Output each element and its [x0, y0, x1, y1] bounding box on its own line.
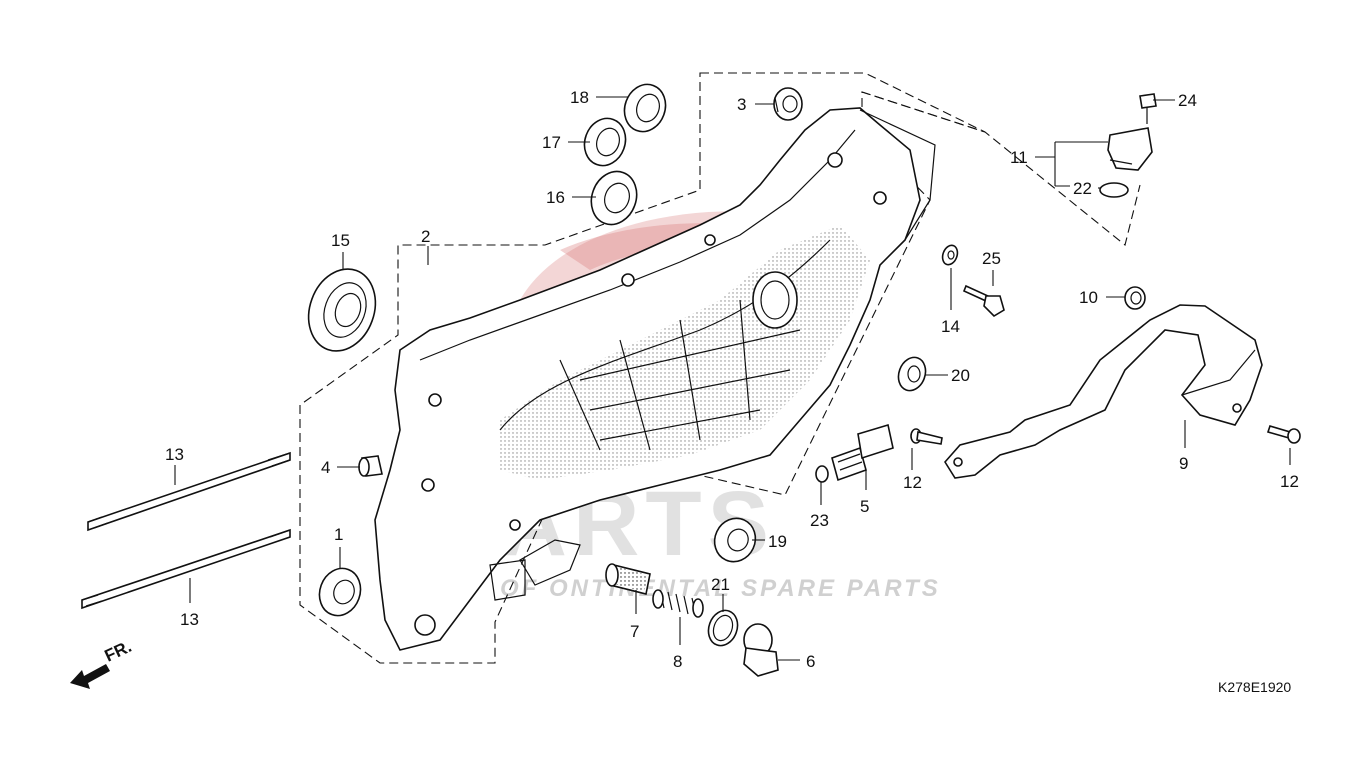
callout-4: 4 [321, 458, 330, 477]
bearing-16 [590, 170, 638, 226]
sensor-11 [1107, 127, 1153, 171]
callout-19: 19 [768, 532, 787, 551]
bolt-12-right [1266, 425, 1301, 444]
sensor-group-outline [861, 91, 1141, 246]
callout-20: 20 [951, 366, 970, 385]
callout-12-left: 12 [903, 473, 922, 492]
callout-13-lower: 13 [180, 610, 199, 629]
bearing-17 [583, 117, 627, 167]
callout-13-upper: 13 [165, 445, 184, 464]
bearing-3 [773, 87, 803, 121]
callouts: 18 17 16 3 15 2 13 13 4 1 7 8 21 6 19 5 … [165, 88, 1299, 671]
o-ring-21 [707, 609, 739, 647]
bolt-12-left [910, 428, 943, 445]
watermark-tagline: OF ONTINENTAL SPARE PARTS [500, 575, 941, 602]
bearing-18 [623, 83, 667, 133]
callout-8: 8 [673, 652, 682, 671]
stud-bolt-lower [81, 528, 291, 610]
strainer-7 [605, 563, 651, 595]
callout-11: 11 [1010, 148, 1028, 167]
callout-6: 6 [806, 652, 815, 671]
plug-6 [743, 623, 779, 677]
diagram-code: K278E1920 [1218, 679, 1291, 695]
front-direction-arrow: FR. [70, 637, 135, 689]
callout-12-right: 12 [1280, 472, 1299, 491]
crankcase-cover [374, 107, 936, 651]
callout-7: 7 [630, 622, 639, 641]
bearing-1 [318, 567, 362, 617]
callout-21: 21 [711, 575, 730, 594]
washer-14 [941, 244, 959, 266]
callout-24: 24 [1178, 91, 1197, 110]
callout-3: 3 [737, 95, 746, 114]
oil-seal-19 [713, 517, 757, 563]
callout-5: 5 [860, 497, 869, 516]
callout-1: 1 [334, 525, 343, 544]
callout-16: 16 [546, 188, 565, 207]
callout-25: 25 [982, 249, 1001, 268]
front-marker-label: FR. [102, 637, 135, 666]
dowel-pin-4 [358, 455, 383, 477]
plug-10 [1124, 286, 1146, 310]
callout-10: 10 [1079, 288, 1098, 307]
bracket-9 [944, 304, 1263, 479]
bearing-15 [307, 268, 377, 352]
callout-22: 22 [1073, 179, 1092, 198]
callout-9: 9 [1179, 454, 1188, 473]
clip-23 [815, 465, 829, 483]
callout-2: 2 [421, 227, 430, 246]
o-ring-22 [1099, 182, 1129, 198]
callout-18: 18 [570, 88, 589, 107]
callout-15: 15 [331, 231, 350, 250]
callout-17: 17 [542, 133, 561, 152]
oil-seal-20 [897, 356, 927, 392]
leader-lines [174, 96, 1291, 661]
part-5 [831, 423, 894, 482]
callout-14: 14 [941, 317, 960, 336]
bolt-25 [962, 284, 1005, 318]
stud-bolt-upper [87, 451, 291, 532]
spring-8 [652, 589, 704, 618]
callout-23: 23 [810, 511, 829, 530]
bolt-24 [1139, 93, 1157, 124]
